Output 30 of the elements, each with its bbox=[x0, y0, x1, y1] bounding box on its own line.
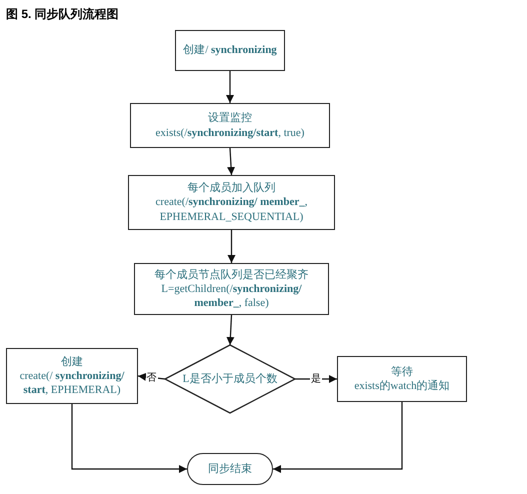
process-box bbox=[130, 103, 330, 148]
arrow bbox=[227, 148, 236, 176]
box-text: 创建 bbox=[61, 354, 83, 369]
box-text: 每个成员加入队列 bbox=[188, 181, 276, 196]
terminal-box bbox=[187, 453, 273, 485]
arrow bbox=[226, 71, 234, 103]
box-text: 设置监控 bbox=[208, 111, 252, 126]
box-text: L=getChildren(/synchronizing/ member_, false) bbox=[160, 282, 303, 310]
box-text: exists的watch的通知 bbox=[354, 379, 450, 394]
box-text: 等待 bbox=[391, 364, 413, 379]
decision-text: L是否小于成员个数 bbox=[182, 372, 278, 386]
edge-label: 是 bbox=[310, 374, 322, 384]
box-text: 同步结束 bbox=[208, 462, 252, 476]
arrow bbox=[273, 402, 403, 473]
process-box bbox=[134, 263, 329, 315]
arrow bbox=[71, 404, 187, 473]
box-text: 创建/ synchronizing bbox=[183, 43, 277, 58]
edge-label: 否 bbox=[146, 372, 158, 383]
arrow bbox=[226, 314, 234, 346]
arrow bbox=[228, 230, 236, 263]
arrow bbox=[295, 375, 337, 383]
box-text: exists(/synchronizing/start, true) bbox=[156, 126, 304, 140]
figure-title: 图 5. 同步队列流程图 bbox=[6, 6, 119, 23]
process-box bbox=[175, 30, 285, 71]
box-text: 每个成员节点队列是否已经聚齐 bbox=[154, 268, 308, 282]
box-text: create(/synchronizing/ member_, EPHEMERAL_SEQUENTIAL) bbox=[154, 195, 308, 224]
process-box bbox=[337, 356, 467, 402]
process-box bbox=[128, 175, 335, 230]
process-box bbox=[6, 348, 138, 404]
box-text: create(/ synchronizing/ start, EPHEMERAL) bbox=[18, 368, 126, 398]
